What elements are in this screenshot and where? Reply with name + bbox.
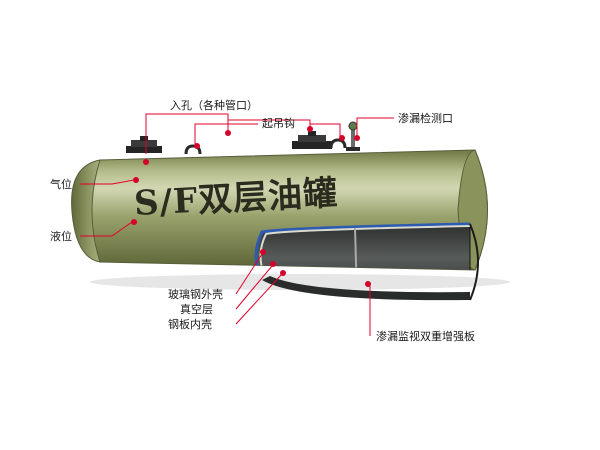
label-markers (131, 126, 371, 287)
label-leak-detection-port: 渗漏检测口 (398, 112, 453, 125)
lifting-hook-right (329, 138, 347, 149)
leader-lines (80, 113, 394, 336)
lifting-hook-left (184, 144, 202, 155)
cutaway-lip (262, 276, 470, 301)
label-steel-inner-shell: 钢板内壳 (168, 318, 212, 331)
cutaway-rim (254, 222, 471, 270)
inner-seam (354, 227, 358, 270)
label-manhole: 入孔（各种管口） (170, 99, 258, 112)
manhole-right (292, 131, 332, 149)
label-lifting-hook: 起吊钩 (262, 117, 295, 130)
label-gas-level: 气位 (50, 178, 72, 191)
manhole-left (126, 136, 162, 153)
ground-shadow (90, 274, 510, 290)
leak-detection-pipe (346, 121, 360, 151)
cutaway-edge (469, 223, 479, 301)
label-frp-outer-shell: 玻璃钢外壳 (168, 288, 223, 301)
label-vacuum-layer: 真空层 (180, 303, 213, 316)
label-liquid-level: 液位 (50, 230, 72, 243)
label-leak-monitor-plate: 渗漏监视双重增强板 (376, 330, 475, 343)
